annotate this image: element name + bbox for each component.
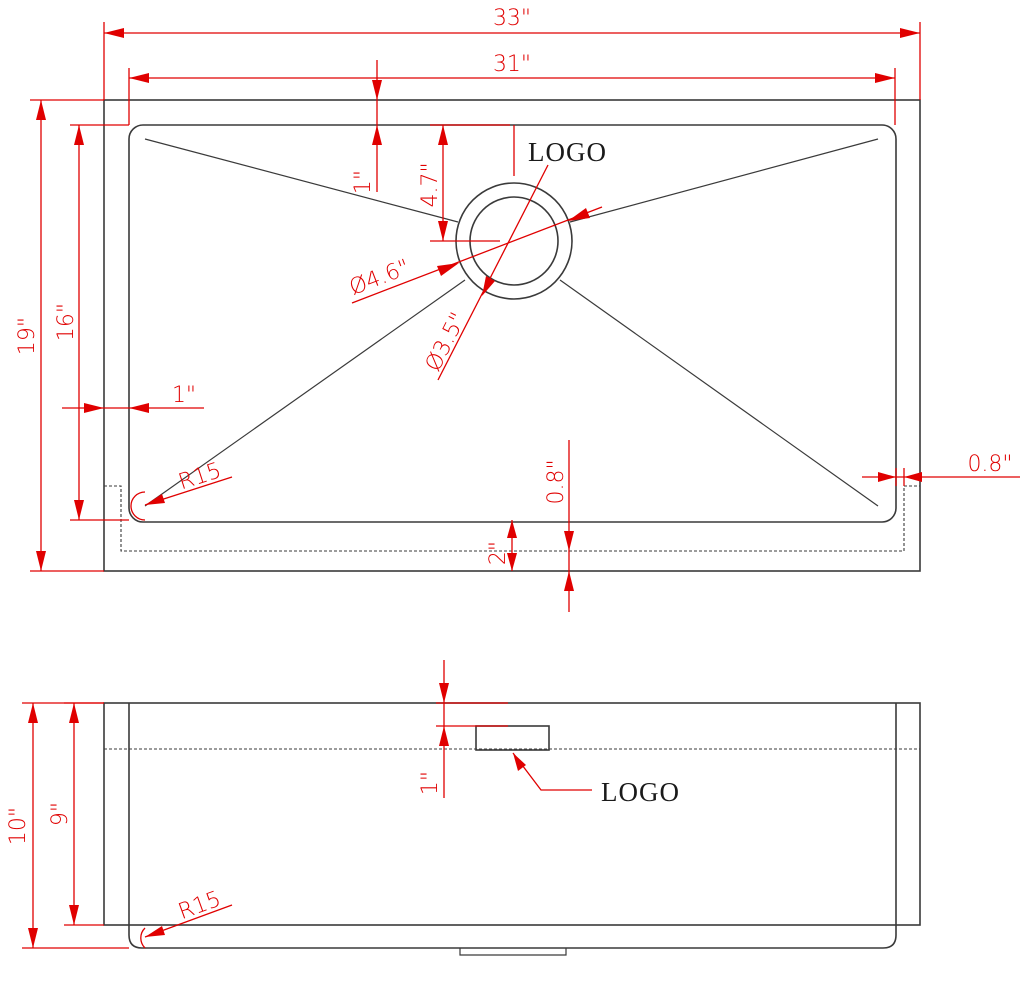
arrow-head xyxy=(69,905,79,925)
overall-height-label: 10" xyxy=(6,807,31,845)
top-view-apron-hidden-line xyxy=(104,485,920,552)
logo-offset-label: 1" xyxy=(418,771,443,795)
top-view-outer-outline xyxy=(103,99,921,572)
arrow-head xyxy=(69,703,79,723)
front-view-bowl-bottom xyxy=(128,925,897,949)
arrow-head xyxy=(372,80,382,100)
corner-radius-label-front: R15 xyxy=(175,887,224,925)
front-lip-label: 0.8" xyxy=(544,459,569,504)
arrow-head xyxy=(904,472,922,482)
slope-line-top-right xyxy=(569,138,879,223)
arrow-head xyxy=(439,683,449,703)
arrow-head xyxy=(84,403,104,413)
apron-label: 2" xyxy=(486,541,511,565)
leader-drain-outer-diameter xyxy=(351,206,603,304)
logo-label-front: LOGO xyxy=(601,777,680,807)
overall-width-label: 33" xyxy=(493,6,531,31)
top-view-dimensions: 33" 31" 19" 16" 1" 4.7" xyxy=(15,6,1020,612)
arrow-head xyxy=(104,28,124,38)
arrow-head xyxy=(507,520,517,538)
logo-label-top: LOGO xyxy=(528,137,607,167)
overall-depth-label: 19" xyxy=(15,317,40,355)
front-view-drain-stub xyxy=(459,948,567,956)
front-view-dimensions: 10" 9" 1" LOGO R15 xyxy=(6,660,680,949)
front-view-logo-plate xyxy=(475,725,550,751)
top-margin-label: 1" xyxy=(351,170,376,194)
drain-inner-diameter-label: Ø3.5" xyxy=(421,309,472,376)
arrow-head xyxy=(372,125,382,145)
arrow-head xyxy=(36,551,46,571)
arrow-head xyxy=(878,472,896,482)
side-margin-label: 1" xyxy=(172,383,196,408)
leader-logo-front xyxy=(512,752,592,791)
front-view-outer-outline xyxy=(103,702,921,926)
drain-outer-diameter-label: Ø4.6" xyxy=(346,255,413,301)
arrow-head xyxy=(74,500,84,520)
corner-radius-label: R15 xyxy=(176,458,225,495)
inner-depth-label: 16" xyxy=(54,303,79,341)
side-lip-label: 0.8" xyxy=(967,452,1012,477)
arrow-head xyxy=(513,753,526,771)
arrow-head xyxy=(28,703,38,723)
slope-line-top-left xyxy=(144,138,459,223)
corner-radius-arc-front xyxy=(140,927,146,949)
front-view xyxy=(103,702,921,956)
inner-width-label: 31" xyxy=(493,52,531,77)
arrow-head xyxy=(900,28,920,38)
arrow-head xyxy=(74,125,84,145)
top-view xyxy=(103,99,921,572)
arrow-head xyxy=(482,276,495,296)
arrow-head xyxy=(507,553,517,571)
arrow-head xyxy=(129,73,149,83)
arrow-head xyxy=(36,100,46,120)
arrow-head xyxy=(875,73,895,83)
slope-line-bottom-left xyxy=(144,279,466,507)
slope-line-bottom-right xyxy=(559,279,879,507)
arrow-head xyxy=(438,125,448,145)
arrow-head xyxy=(564,571,574,591)
bowl-height-label: 9" xyxy=(48,802,73,826)
top-view-bowl-outline xyxy=(128,124,897,523)
drain-offset-label: 4.7" xyxy=(418,162,443,207)
arrow-head xyxy=(564,531,574,551)
arrow-head xyxy=(439,726,449,746)
arrow-head xyxy=(28,928,38,948)
arrow-head xyxy=(438,221,448,241)
arrow-head xyxy=(145,926,165,937)
arrow-head xyxy=(437,263,459,276)
arrow-head xyxy=(568,208,590,221)
leader-drain-inner-diameter xyxy=(437,164,549,381)
corner-radius-arc xyxy=(130,491,146,521)
arrow-head xyxy=(129,403,149,413)
arrow-head xyxy=(145,494,165,505)
